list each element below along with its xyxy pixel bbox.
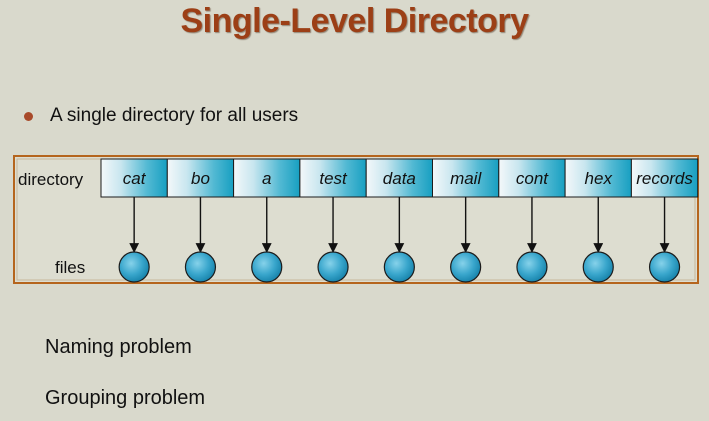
file-node	[648, 251, 681, 283]
directory-entry-mail	[432, 158, 500, 198]
directory-entries: cat bo a test data mail cont hex records	[100, 158, 699, 283]
directory-entry-records	[630, 158, 699, 198]
directory-entry-label: mail	[450, 169, 482, 188]
naming-problem-text: Naming problem	[45, 336, 192, 358]
file-node	[383, 251, 415, 283]
directory-entry-bo	[166, 158, 235, 198]
bullet-dot-icon	[24, 112, 33, 121]
slide-title: Single-Level Directory	[180, 2, 529, 40]
directory-entry-label: records	[636, 169, 693, 188]
file-node	[450, 251, 482, 283]
directory-entry-cat	[100, 158, 168, 198]
directory-entry-data	[365, 158, 434, 198]
directory-entry-cont	[498, 158, 566, 198]
file-node	[516, 251, 548, 283]
file-node	[118, 251, 150, 283]
directory-diagram: directory files cat bo a test data mail cont he…	[13, 155, 699, 284]
bullet-item: A single directory for all users	[24, 104, 298, 128]
directory-entry-label: hex	[585, 169, 613, 188]
directory-entry-label: a	[262, 169, 271, 188]
file-node	[317, 251, 349, 283]
bullet-text: A single directory for all users	[50, 105, 299, 126]
directory-entry-label: data	[383, 169, 416, 188]
directory-row-label: directory	[18, 170, 84, 189]
file-node	[184, 251, 217, 283]
file-node	[251, 251, 283, 283]
grouping-problem-text: Grouping problem	[45, 387, 206, 409]
files-row-label: files	[55, 258, 85, 277]
directory-entry-label: test	[319, 169, 348, 188]
directory-entry-hex	[564, 158, 632, 198]
directory-entry-label: cont	[516, 169, 549, 188]
directory-entry-a	[233, 158, 301, 198]
directory-entry-label: bo	[191, 169, 210, 188]
directory-entry-label: cat	[123, 169, 147, 188]
file-node	[582, 251, 614, 283]
